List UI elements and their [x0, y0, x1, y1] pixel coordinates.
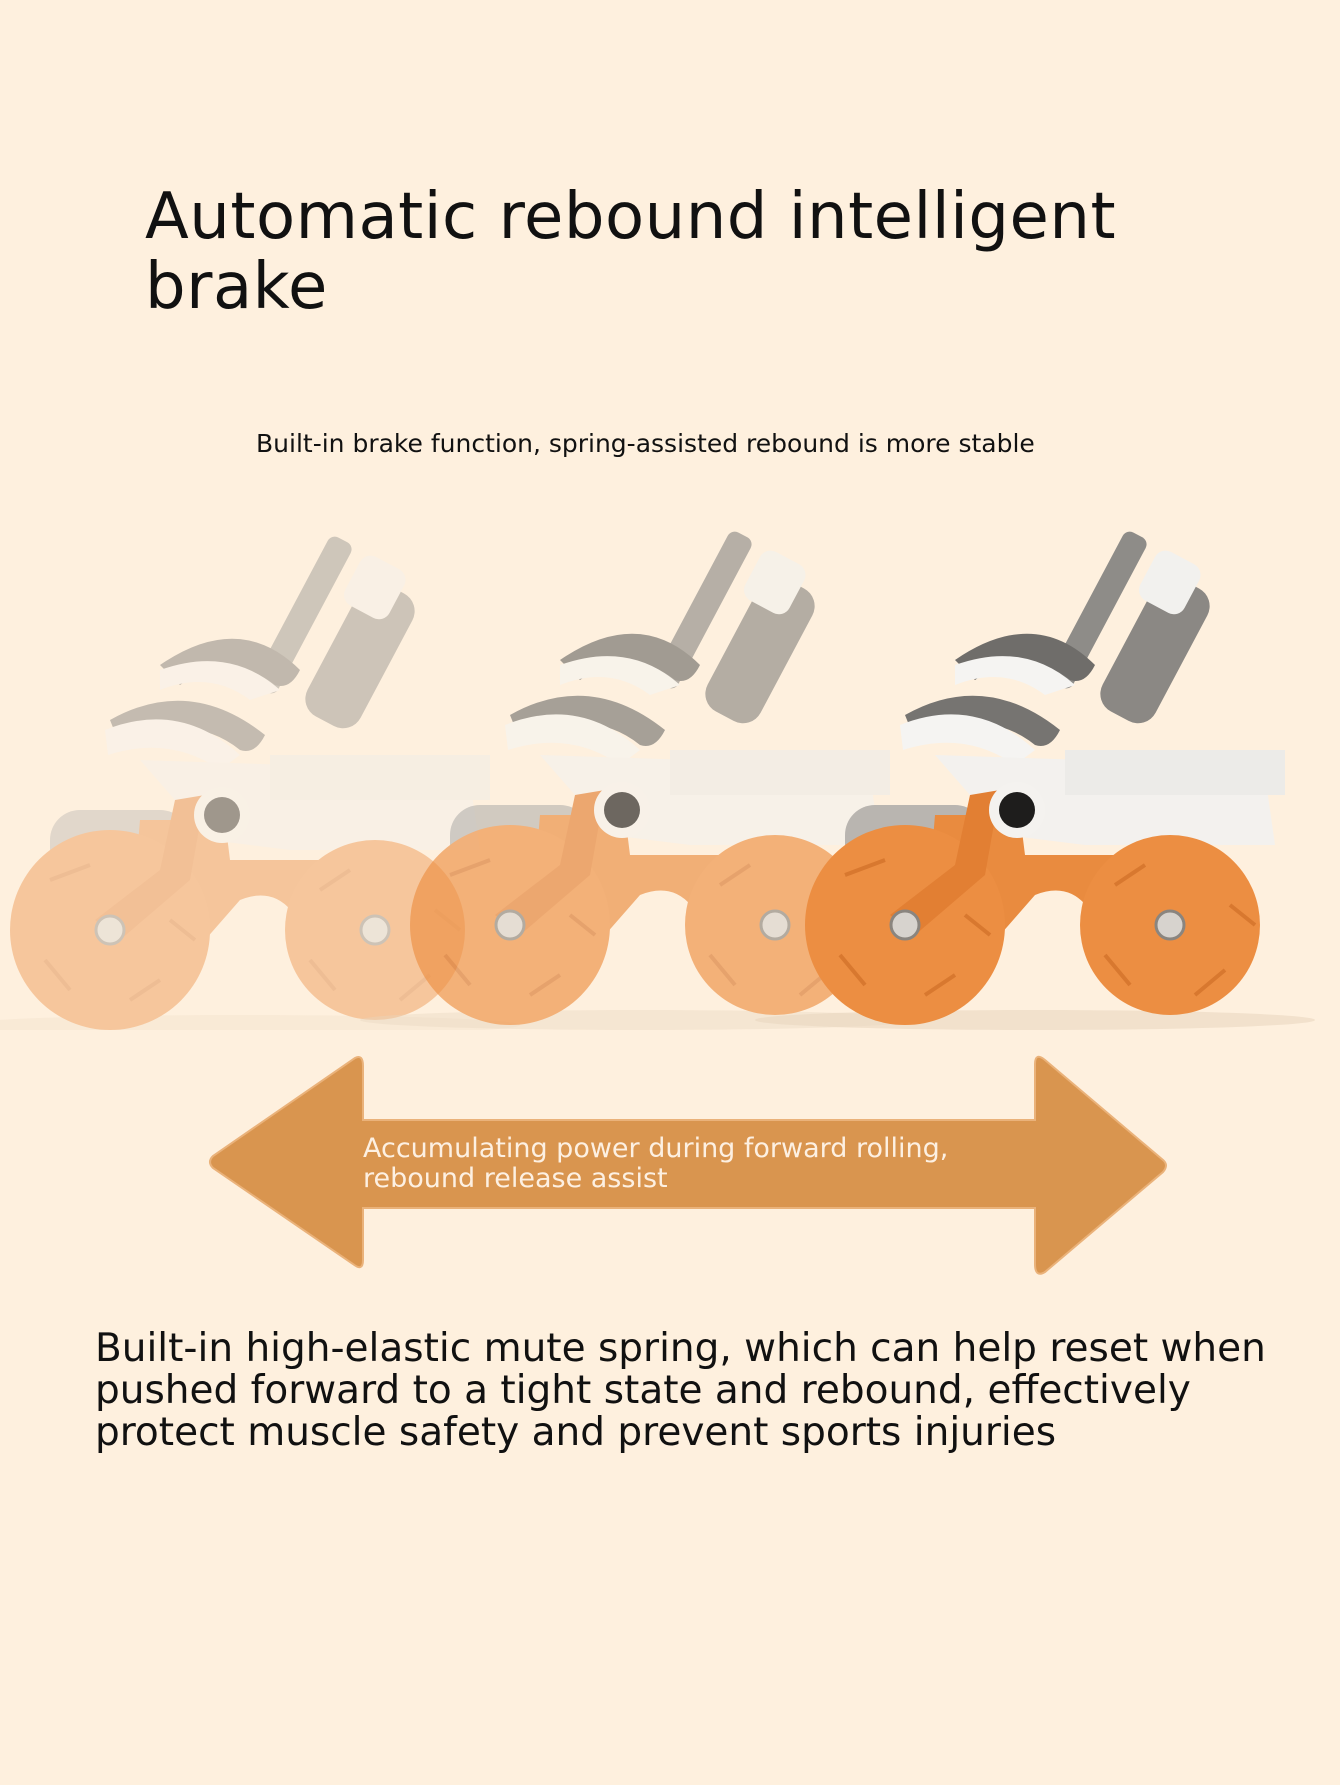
double-arrow-icon: [209, 1055, 1167, 1275]
description-text: Built-in high-elastic mute spring, which…: [95, 1326, 1266, 1455]
double-arrow: Accumulating power during forward rollin…: [205, 1050, 1170, 1275]
page-title: Automatic rebound intelligent brake: [145, 180, 1117, 324]
subtitle: Built-in brake function, spring-assisted…: [256, 429, 1035, 458]
arrow-label: Accumulating power during forward rollin…: [363, 1133, 949, 1194]
ab-roller-illustration: [0, 526, 1317, 1037]
product-illustration: [0, 510, 1340, 1037]
